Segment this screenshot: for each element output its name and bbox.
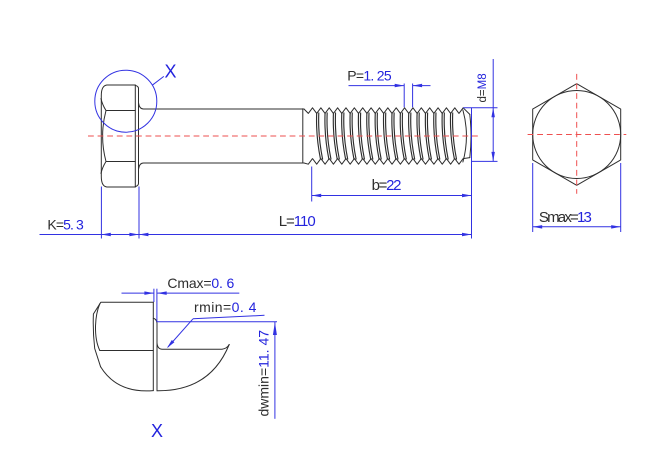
svg-text:X: X <box>165 62 177 82</box>
svg-text:X: X <box>151 421 163 441</box>
svg-text:Smax=13: Smax=13 <box>539 209 592 226</box>
svg-text:b=22: b=22 <box>372 177 402 194</box>
svg-text:rmin=0. 4: rmin=0. 4 <box>194 299 257 315</box>
svg-text:Cmax=0. 6: Cmax=0. 6 <box>167 275 234 291</box>
svg-text:K=5. 3: K=5. 3 <box>47 216 84 232</box>
svg-text:dwmin=11. 47: dwmin=11. 47 <box>256 330 272 417</box>
svg-text:L=110: L=110 <box>279 213 316 230</box>
svg-text:P=1. 25: P=1. 25 <box>347 68 392 84</box>
svg-text:d=M8: d=M8 <box>477 73 489 102</box>
